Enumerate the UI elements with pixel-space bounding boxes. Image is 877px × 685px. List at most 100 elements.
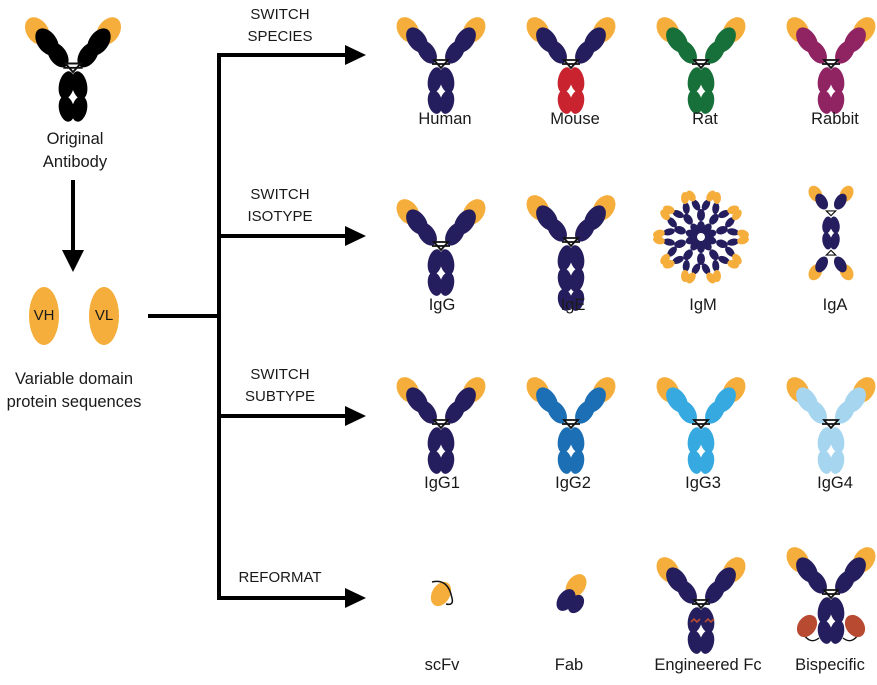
vh-domain xyxy=(430,581,452,607)
branch-label-line2: ISOTYPE xyxy=(247,208,313,225)
original-antibody-label: Original Antibody xyxy=(15,128,135,174)
fc-domain xyxy=(439,272,455,296)
fc-domain xyxy=(687,450,703,474)
fc-domain xyxy=(427,249,443,275)
fc-domain xyxy=(427,90,443,114)
hinge xyxy=(432,59,450,70)
cl-domain xyxy=(547,400,567,424)
branch-label-line2: SUBTYPE xyxy=(244,388,316,405)
fc-domain xyxy=(683,249,693,261)
rabbit-antibody-icon xyxy=(786,17,876,114)
engineered-fc-icon xyxy=(656,557,746,654)
fc-domain xyxy=(557,268,573,292)
extra-fc-domain xyxy=(569,289,585,311)
arm-domain xyxy=(815,256,829,273)
fc-domain xyxy=(439,90,455,114)
scfv-icon xyxy=(430,580,454,607)
bispecific-domain xyxy=(796,614,818,638)
arm-domain xyxy=(667,246,677,257)
variable-domain xyxy=(662,205,675,214)
branch-arrow-head-species xyxy=(345,45,366,65)
arm-domain xyxy=(663,228,675,236)
fc-domain xyxy=(427,67,443,93)
variable-domain xyxy=(737,235,749,245)
hinge xyxy=(822,419,840,430)
fc-domain xyxy=(817,597,833,623)
item-label-iga: IgA xyxy=(822,296,848,314)
fc-domain xyxy=(829,67,845,93)
igg-antibody-icon xyxy=(396,199,486,296)
branch-arrow-head-isotype xyxy=(345,226,366,246)
hinge xyxy=(692,419,710,430)
fc-domain xyxy=(58,71,75,99)
arm-domain xyxy=(701,199,711,211)
arm-domain xyxy=(727,238,739,246)
fc-domain xyxy=(674,239,686,249)
arm-domain xyxy=(672,255,684,264)
fc-domain xyxy=(557,90,573,114)
fc-domain xyxy=(58,96,75,122)
original-label-line1: Original xyxy=(46,130,104,148)
igm-subunit xyxy=(653,235,698,265)
fc-domain xyxy=(829,427,845,453)
fc-domain xyxy=(716,225,728,235)
arm-domain xyxy=(815,193,829,210)
cl-domain xyxy=(445,222,465,246)
item-label-igg3: IgG3 xyxy=(685,474,721,492)
fc-domain xyxy=(683,213,693,225)
variable-domains xyxy=(29,287,119,345)
linker xyxy=(431,580,454,606)
cl-domain xyxy=(547,218,567,242)
original-label-line2: Antibody xyxy=(42,153,108,171)
fc-domain xyxy=(427,427,443,453)
fc-domain xyxy=(439,427,455,453)
fc-domain xyxy=(817,90,833,114)
item-label-rat: Rat xyxy=(692,110,718,128)
arm-domain xyxy=(663,238,675,246)
igg2-antibody-icon xyxy=(526,377,616,474)
fc-domain xyxy=(822,232,832,250)
variable-domain xyxy=(737,229,749,239)
item-label-engineered-fc: Engineered Fc xyxy=(654,656,762,674)
hinge xyxy=(562,419,580,430)
branch-label-line2: SPECIES xyxy=(247,28,313,45)
fc-domain xyxy=(569,427,585,453)
connector-lines xyxy=(62,45,366,608)
fc-mutation-marks xyxy=(690,617,715,624)
fc-domain xyxy=(569,268,585,292)
fc-domain xyxy=(569,90,585,114)
fc-domain xyxy=(699,427,715,453)
fc-domain xyxy=(829,90,845,114)
fab-icon xyxy=(556,574,587,614)
branch-label-isotype: SWITCH ISOTYPE xyxy=(230,184,330,228)
cl-domain xyxy=(677,400,697,424)
mouse-antibody-icon xyxy=(526,17,616,114)
variable-domain xyxy=(660,253,670,265)
vh-label: VH xyxy=(33,307,55,324)
arm-domain xyxy=(712,259,720,272)
variable-domain xyxy=(732,209,742,221)
arm-domain xyxy=(727,228,739,236)
fc-domain xyxy=(829,597,845,623)
cl-domain xyxy=(807,400,827,424)
cl-domain xyxy=(705,580,725,604)
item-label-igg: IgG xyxy=(428,296,456,314)
arm-domain xyxy=(833,193,847,210)
cl-domain xyxy=(835,40,855,64)
fc-domain xyxy=(830,216,840,234)
igm-subunit xyxy=(702,191,740,235)
fc-domain xyxy=(709,249,719,261)
fc-domain xyxy=(822,216,832,234)
item-label-ige: IgE xyxy=(560,296,586,314)
fc-domain xyxy=(690,223,700,235)
hinge xyxy=(822,589,840,600)
bispecific-icon xyxy=(786,547,876,644)
iga-dimer-icon xyxy=(808,185,854,281)
branch-label-line1: SWITCH xyxy=(250,186,310,203)
fc-domain xyxy=(557,427,573,453)
item-label-igm: IgM xyxy=(689,296,717,314)
hinge xyxy=(822,59,840,70)
fc-domain xyxy=(557,67,573,93)
variable-domain xyxy=(680,191,689,204)
cl-domain xyxy=(677,40,697,64)
